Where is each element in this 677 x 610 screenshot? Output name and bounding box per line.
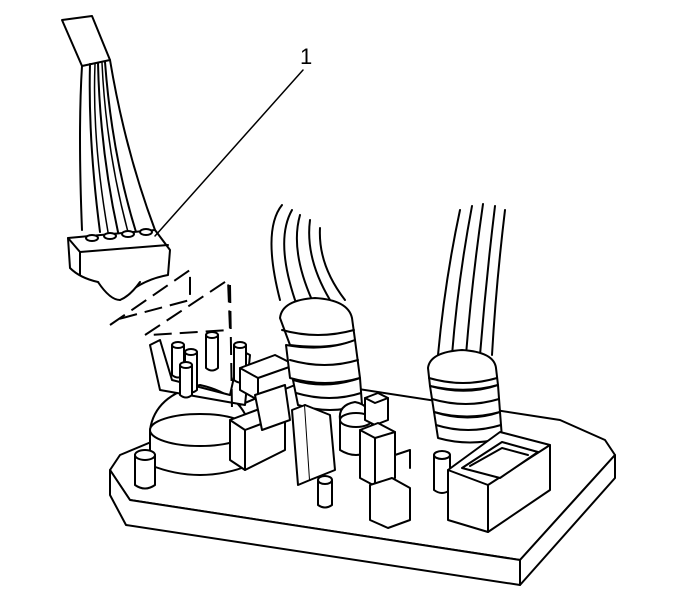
callout-leader-line	[154, 69, 304, 237]
right-connector	[427, 349, 503, 444]
right-harness-wires	[437, 203, 506, 356]
left-harness-wires	[61, 15, 156, 233]
callout-number: 1	[300, 44, 312, 69]
callout-1: 1	[154, 44, 312, 237]
right-post	[433, 450, 451, 494]
alignment-guides	[109, 268, 233, 411]
center-harness-wires	[270, 204, 346, 301]
terminal-pins	[171, 331, 247, 399]
rotary-switch-component	[134, 339, 286, 490]
left-harness-connector	[67, 228, 171, 301]
right-socket	[447, 431, 551, 533]
small-component-block	[239, 354, 296, 431]
relay-block	[359, 392, 411, 529]
